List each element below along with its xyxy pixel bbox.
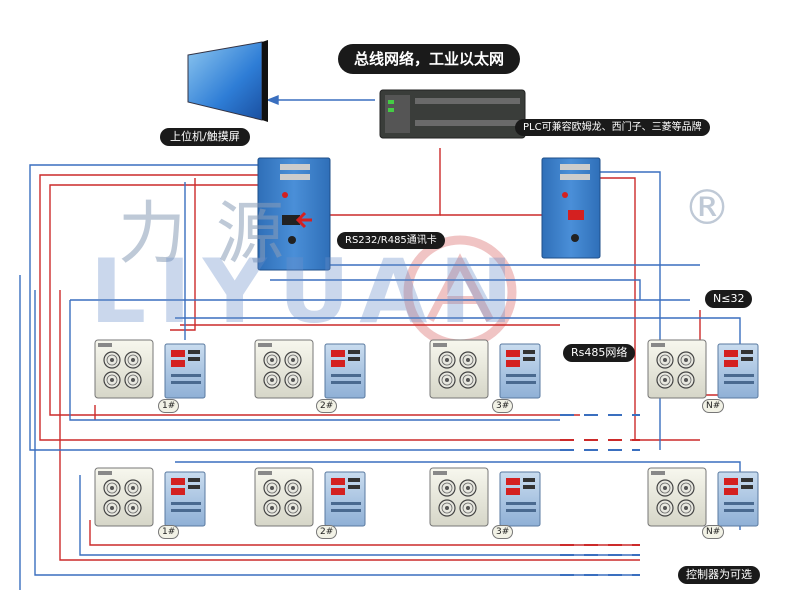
unit-label: 2# bbox=[316, 399, 338, 413]
unit-label: 3# bbox=[492, 525, 514, 539]
optional-controller-label: 控制器为可选 bbox=[678, 566, 760, 584]
unit-row-2 bbox=[95, 468, 758, 526]
unit-label: 1# bbox=[158, 399, 180, 413]
unit-label: N# bbox=[702, 525, 725, 539]
watermark-chinese: 力源 bbox=[118, 195, 315, 274]
unit-label: 3# bbox=[492, 399, 514, 413]
plc-icon bbox=[379, 89, 526, 139]
registered-mark: ® bbox=[683, 180, 731, 236]
unit-row-1 bbox=[95, 340, 758, 398]
dashed-continuation bbox=[560, 414, 640, 576]
max-units-label: N≤32 bbox=[705, 290, 753, 308]
unit-label: 2# bbox=[316, 525, 338, 539]
bus-network-label: 总线网络，工业以太网 bbox=[338, 44, 521, 74]
comm-cabinet-right bbox=[541, 157, 601, 259]
comm-cabinet-left bbox=[257, 157, 331, 271]
comm-card-label: RS232/R485通讯卡 bbox=[337, 232, 445, 249]
rs485-network-label: Rs485网络 bbox=[563, 344, 636, 362]
monitor-icon bbox=[187, 40, 268, 122]
watermark-latin: LIYUAN bbox=[90, 240, 526, 343]
unit-label: 1# bbox=[158, 525, 180, 539]
plc-label: PLC可兼容欧姆龙、西门子、三菱等品牌 bbox=[515, 119, 710, 136]
monitor-label: 上位机/触摸屏 bbox=[160, 128, 250, 146]
unit-label: N# bbox=[702, 399, 725, 413]
plc-to-monitor-arrow bbox=[266, 94, 375, 106]
